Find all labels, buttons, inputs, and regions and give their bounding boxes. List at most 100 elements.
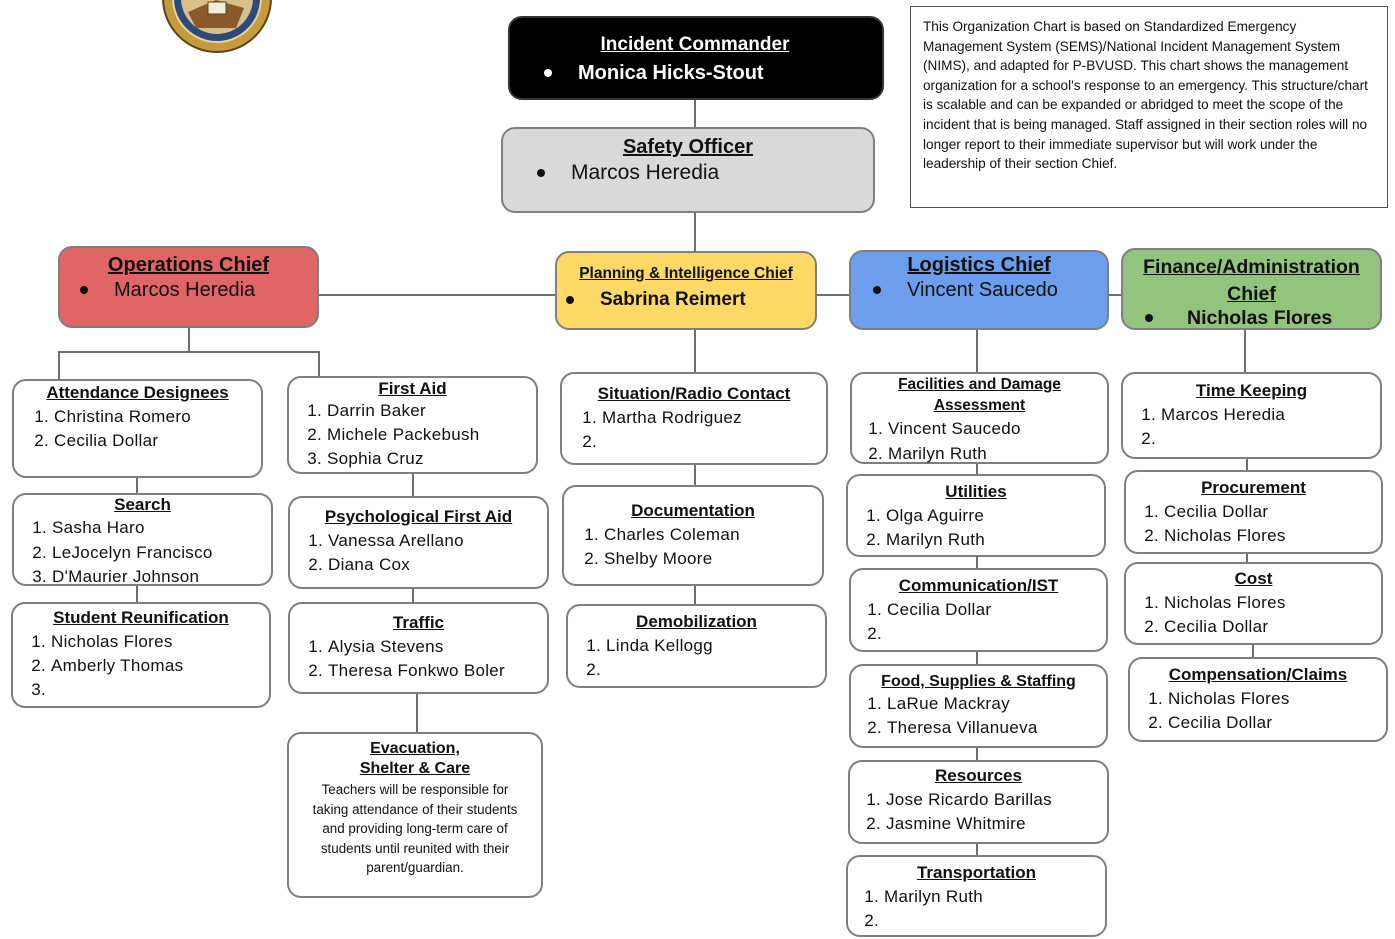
district-seal-logo [146, 0, 288, 54]
finance-chief-box: Finance/Administration Chief Nicholas Fl… [1121, 248, 1382, 330]
list-item: Nicholas Flores [1164, 524, 1381, 548]
list-item [51, 678, 269, 702]
connector-logistics-c [976, 651, 978, 665]
incident-commander-box: Incident Commander Monica Hicks-Stout [508, 16, 884, 100]
communication-ist-title: Communication/IST [898, 576, 1059, 595]
finance-chief-name: Nicholas Flores [1187, 307, 1333, 329]
procurement-title: Procurement [1201, 478, 1306, 497]
list-item: Nicholas Flores [1168, 687, 1386, 711]
incident-commander-title: Incident Commander [600, 34, 790, 55]
connector-ops-right [318, 351, 320, 378]
list-item: Vanessa Arellano [328, 529, 547, 553]
utilities-box: Utilities Olga Aguirre Marilyn Ruth [846, 474, 1106, 557]
list-item: Michele Packebush [327, 423, 536, 447]
list-item: Sasha Haro [52, 516, 271, 541]
list-item: Charles Coleman [604, 523, 822, 547]
finance-chief-title-line2: Chief [1227, 283, 1276, 305]
list-item: Cecilia Dollar [1168, 711, 1386, 735]
facilities-damage-box: Facilities and Damage Assessment Vincent… [850, 372, 1109, 464]
operations-chief-box: Operations Chief Marcos Heredia [58, 246, 319, 328]
logistics-chief-name: Vincent Saucedo [907, 279, 1058, 301]
list-item: LeJocelyn Francisco [52, 541, 271, 566]
list-item: Alysia Stevens [328, 635, 547, 659]
bullet-icon [566, 296, 574, 304]
list-item: Marilyn Ruth [888, 441, 1107, 466]
first-aid-box: First Aid Darrin Baker Michele Packebush… [287, 376, 538, 474]
connector-ops-col1-b [136, 585, 138, 603]
list-item: Shelby Moore [604, 547, 822, 571]
planning-chief-name: Sabrina Reimert [600, 289, 746, 310]
connector-ops-down [188, 325, 190, 353]
bullet-icon [1145, 314, 1153, 322]
operations-chief-title: Operations Chief [107, 254, 270, 276]
transportation-box: Transportation Marilyn Ruth [846, 855, 1107, 937]
documentation-box: Documentation Charles Coleman Shelby Moo… [562, 485, 824, 586]
connector-finance-a [1246, 458, 1248, 471]
connector-logistics-e [976, 843, 978, 856]
connector-finance-c [1252, 644, 1254, 658]
utilities-title: Utilities [945, 482, 1007, 501]
bullet-icon [80, 286, 88, 294]
attendance-designees-title: Attendance Designees [46, 383, 229, 402]
list-item: Nicholas Flores [1164, 591, 1381, 615]
list-item: Olga Aguirre [886, 504, 1104, 528]
time-keeping-box: Time Keeping Marcos Heredia [1121, 372, 1382, 459]
food-supplies-staffing-title: Food, Supplies & Staffing [881, 673, 1076, 690]
compensation-claims-box: Compensation/Claims Nicholas Flores Ceci… [1128, 657, 1388, 742]
first-aid-title: First Aid [378, 379, 447, 398]
search-box: Search Sasha Haro LeJocelyn Francisco D'… [12, 493, 273, 586]
list-item [602, 430, 826, 454]
cost-title: Cost [1234, 569, 1273, 588]
connector-ops-col2-c [416, 692, 418, 733]
documentation-title: Documentation [631, 501, 755, 520]
list-item: Cecilia Dollar [54, 429, 261, 453]
cost-box: Cost Nicholas Flores Cecilia Dollar [1124, 562, 1383, 645]
list-item: Diana Cox [328, 553, 547, 577]
connector-logistics-b [976, 556, 978, 569]
evacuation-title-line2: Shelter & Care [359, 760, 471, 777]
connector-finance-down [1244, 328, 1246, 373]
bullet-icon [873, 286, 881, 294]
facilities-damage-title-line2: Assessment [933, 397, 1026, 414]
communication-ist-box: Communication/IST Cecilia Dollar [849, 568, 1108, 652]
compensation-claims-title: Compensation/Claims [1168, 665, 1348, 684]
attendance-designees-box: Attendance Designees Christina Romero Ce… [12, 379, 263, 478]
logistics-chief-box: Logistics Chief Vincent Saucedo [849, 250, 1109, 330]
list-item: Marcos Heredia [1161, 403, 1380, 427]
search-title: Search [114, 495, 171, 514]
list-item: Sophia Cruz [327, 447, 536, 471]
bullet-icon [537, 169, 545, 177]
list-item [1161, 427, 1380, 451]
transportation-title: Transportation [916, 863, 1036, 882]
org-chart-note: This Organization Chart is based on Stan… [910, 6, 1388, 208]
list-item [606, 658, 825, 682]
list-item: D'Maurier Johnson [52, 565, 271, 590]
list-item: Cecilia Dollar [887, 598, 1106, 622]
procurement-box: Procurement Cecilia Dollar Nicholas Flor… [1124, 470, 1383, 554]
traffic-title: Traffic [392, 613, 445, 632]
finance-chief-title: Finance/Administration [1143, 256, 1360, 278]
bullet-icon [544, 69, 552, 77]
safety-officer-title: Safety Officer [622, 136, 754, 158]
connector-ops-col2-b [412, 588, 414, 603]
list-item: Theresa Villanueva [887, 716, 1106, 740]
situation-radio-box: Situation/Radio Contact Martha Rodriguez [560, 372, 828, 465]
connector-finance-b [1246, 553, 1248, 563]
situation-radio-title: Situation/Radio Contact [597, 384, 791, 403]
list-item [887, 622, 1106, 646]
evacuation-title: Evacuation, [370, 740, 460, 757]
list-item: Marilyn Ruth [884, 885, 1105, 909]
operations-chief-name: Marcos Heredia [114, 279, 256, 301]
list-item: Darrin Baker [327, 399, 536, 423]
psychological-first-aid-title: Psychological First Aid [324, 507, 513, 526]
facilities-damage-title: Facilities and Damage [898, 376, 1061, 393]
connector-ops-col2-a [412, 473, 414, 497]
connector-logistics-d [976, 747, 978, 761]
time-keeping-title: Time Keeping [1195, 381, 1308, 400]
incident-commander-name: Monica Hicks-Stout [578, 62, 764, 84]
psychological-first-aid-box: Psychological First Aid Vanessa Arellano… [288, 496, 549, 589]
resources-box: Resources Jose Ricardo Barillas Jasmine … [848, 760, 1109, 844]
list-item: Linda Kellogg [606, 634, 825, 658]
connector-commander-safety [694, 98, 696, 129]
list-item: Jasmine Whitmire [886, 812, 1107, 836]
